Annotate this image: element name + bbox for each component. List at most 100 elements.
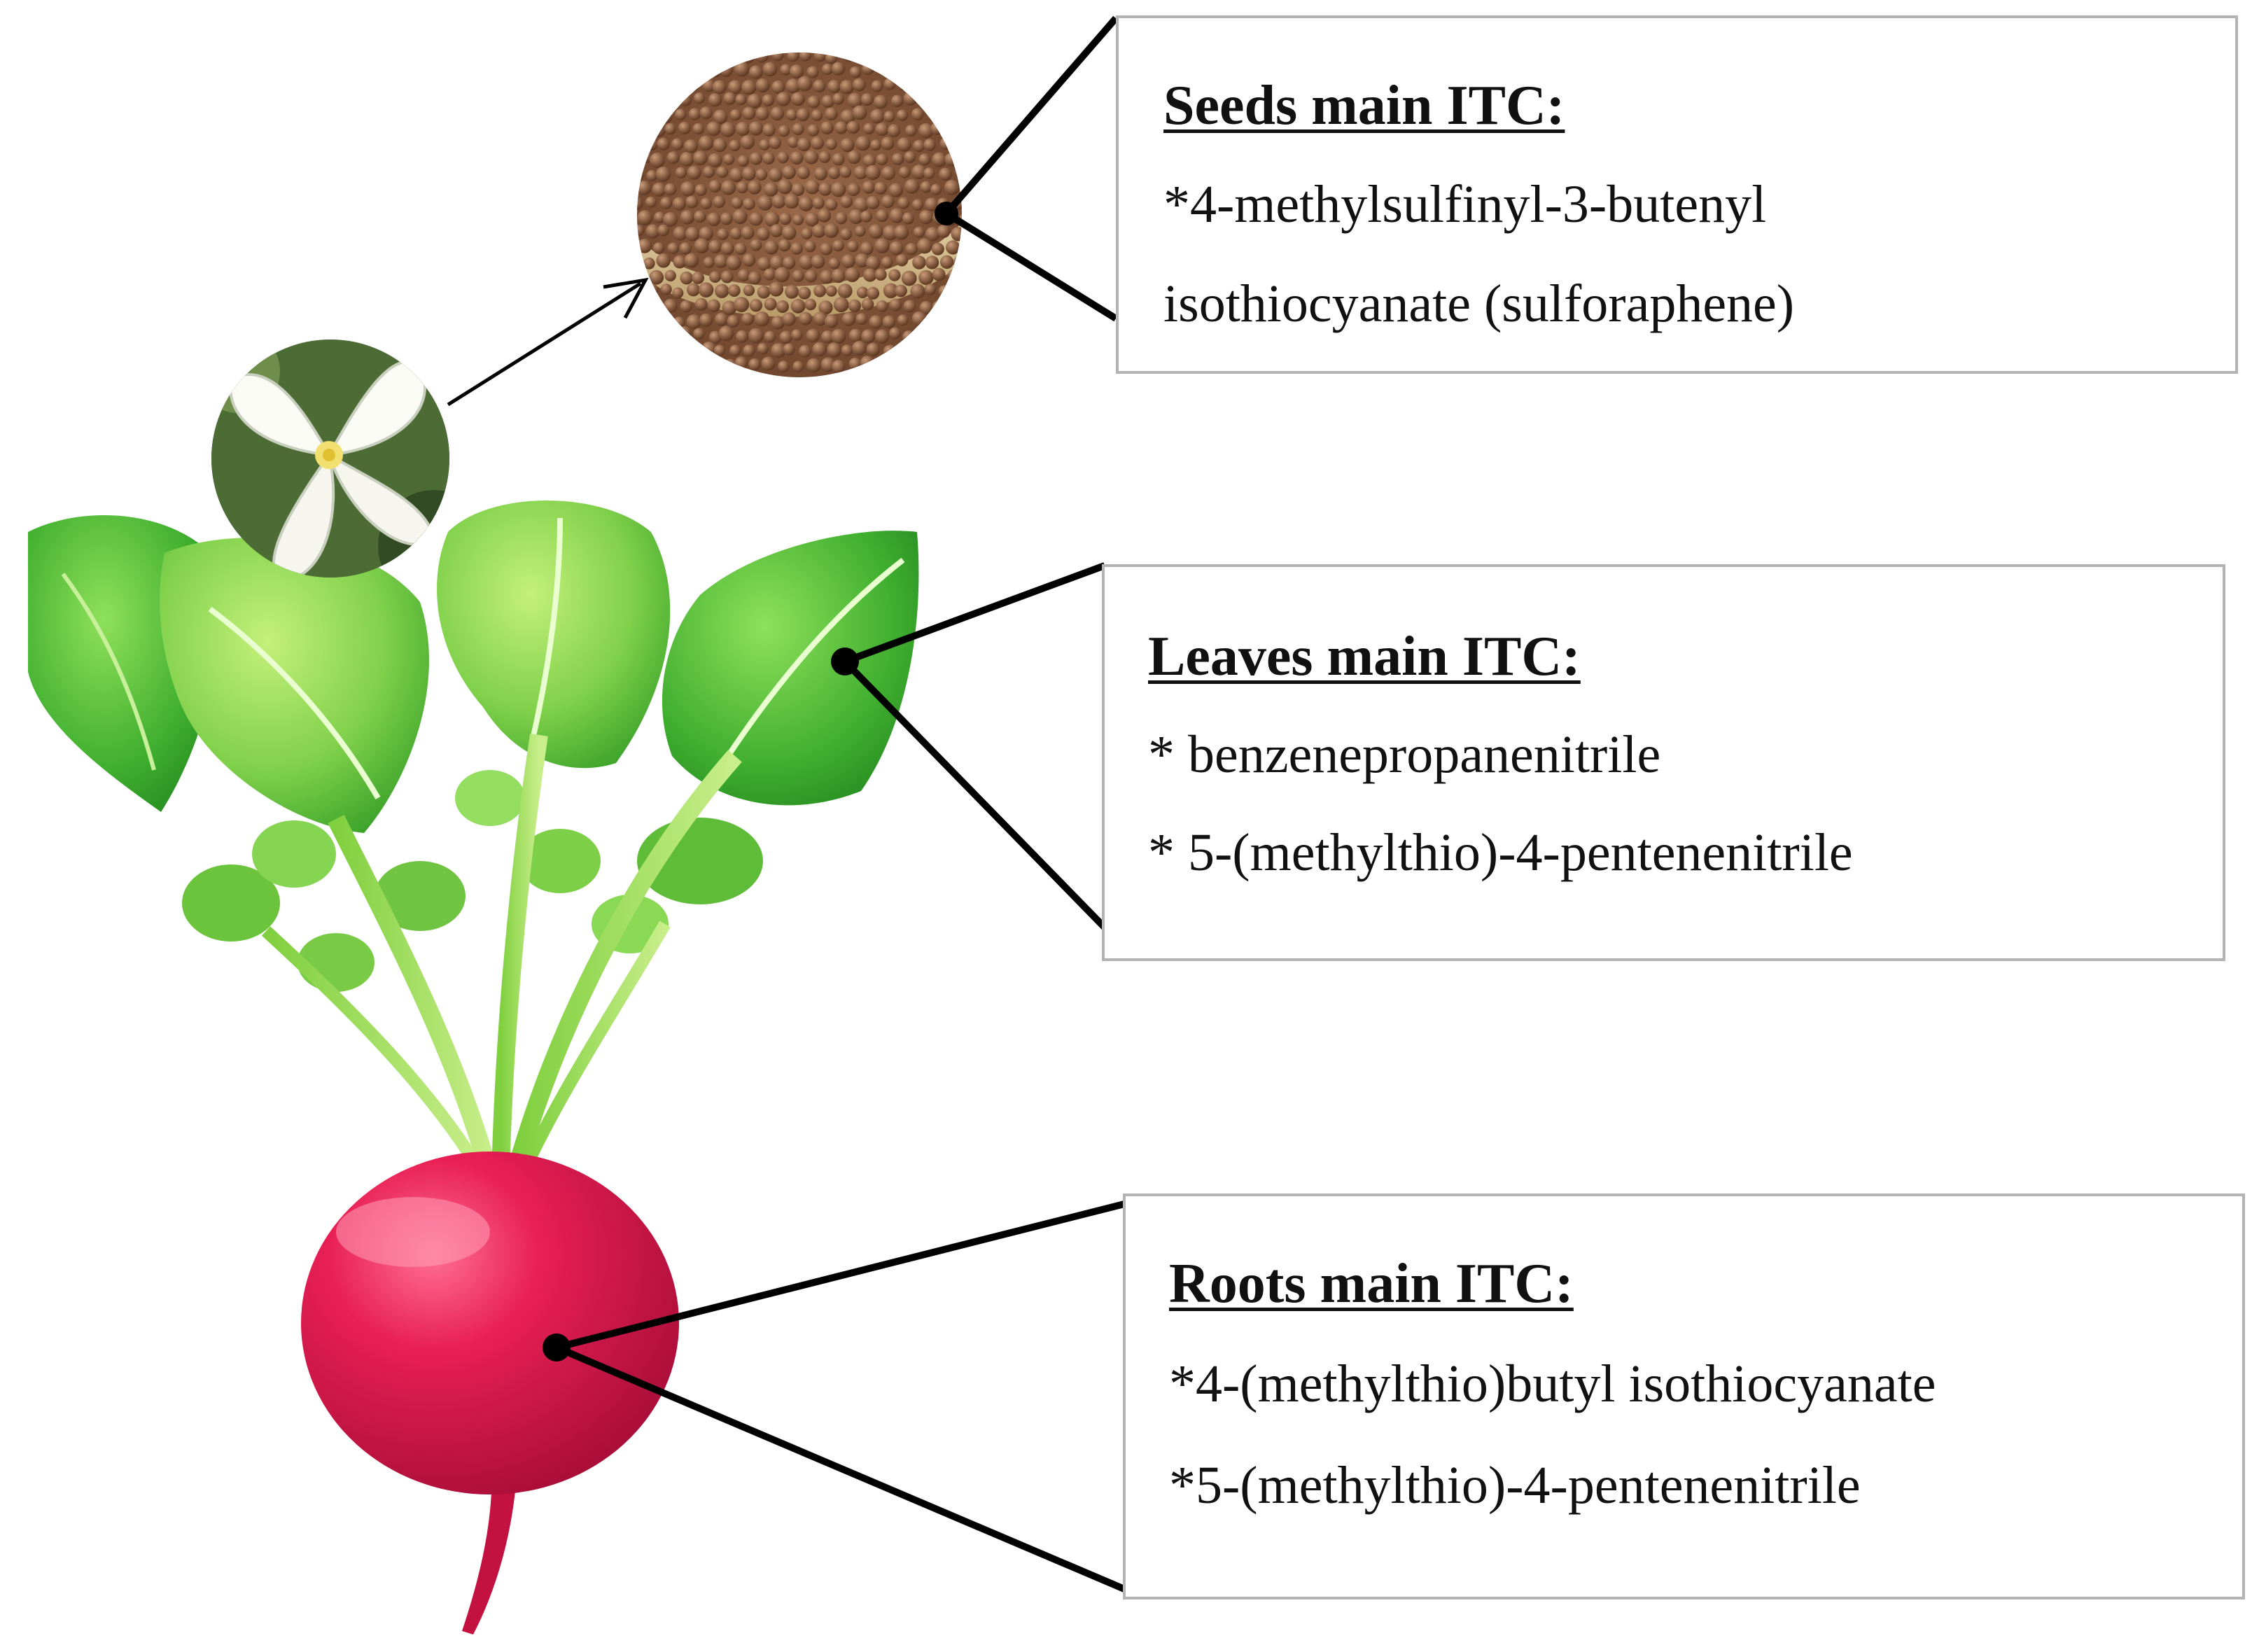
seed-grain	[706, 212, 721, 227]
seed-grain	[930, 356, 945, 372]
seed-grain	[932, 267, 946, 281]
seed-grain	[644, 136, 659, 151]
seed-grain	[656, 52, 671, 65]
seed-grain	[912, 255, 926, 270]
seed-grain	[854, 225, 866, 237]
seed-grain	[723, 92, 736, 105]
seed-grain	[889, 327, 902, 340]
seed-grain	[771, 80, 785, 94]
seed-grain	[841, 254, 855, 268]
seed-grain	[762, 94, 774, 106]
seed-grain	[699, 106, 713, 120]
seed-grain	[657, 224, 670, 237]
seed-grain	[833, 297, 849, 313]
seed-grain	[831, 62, 846, 76]
seed-grain	[855, 136, 871, 151]
seed-grain	[812, 342, 827, 357]
seed-grain	[811, 254, 825, 269]
seed-grain	[798, 312, 813, 326]
seed-grain	[637, 313, 644, 327]
seed-grain	[844, 267, 860, 282]
seed-grain	[804, 298, 817, 311]
seed-grain	[685, 195, 699, 209]
seed-grain	[747, 93, 762, 108]
seed-grain	[684, 139, 698, 153]
seed-grain	[847, 92, 863, 108]
seed-grain	[748, 358, 761, 371]
seed-grain	[841, 312, 856, 326]
seed-grain	[708, 330, 722, 344]
leaves-group	[28, 500, 919, 1180]
seed-grain	[672, 197, 686, 211]
seed-grain	[931, 242, 944, 255]
seed-grain	[643, 52, 657, 63]
seed-grain	[797, 166, 810, 180]
seed-grain	[897, 341, 910, 355]
seed-grain	[700, 197, 712, 210]
seed-grain	[846, 240, 859, 253]
seed-grain	[655, 313, 671, 329]
seed-grain	[782, 312, 796, 326]
seed-grain	[707, 299, 720, 312]
seed-grain	[778, 360, 790, 372]
seed-grain	[671, 52, 686, 62]
seed-grain	[820, 121, 834, 135]
seed-grain	[875, 62, 888, 76]
seed-grain	[828, 258, 840, 270]
seed-grain	[735, 94, 747, 106]
seed-grain	[672, 287, 684, 299]
seed-grain	[848, 328, 862, 342]
seed-grain	[756, 227, 770, 241]
roots-title: Roots main ITC:	[1169, 1253, 1574, 1315]
seed-grain	[960, 240, 962, 254]
seed-grain	[891, 153, 904, 165]
seed-grain	[646, 169, 658, 181]
seed-grain	[895, 284, 907, 298]
seed-grain	[890, 357, 904, 372]
seed-grain	[853, 197, 869, 213]
seed-grain	[649, 153, 665, 168]
seed-grain	[856, 286, 869, 299]
seed-grain	[664, 92, 677, 106]
seed-grain	[784, 193, 799, 209]
seed-grain	[855, 253, 869, 268]
root-highlight	[336, 1197, 490, 1267]
seed-grain	[720, 180, 736, 195]
seed-grain	[932, 300, 945, 314]
seed-grain	[771, 194, 786, 209]
seed-grain	[791, 92, 805, 106]
seed-grain	[925, 346, 937, 358]
seed-grain	[796, 108, 810, 122]
seed-grain	[748, 328, 764, 344]
seed-grain	[903, 91, 918, 106]
seed-grain	[959, 62, 962, 78]
seed-grain	[716, 166, 729, 178]
seed-grain	[840, 195, 853, 209]
seed-grain	[757, 256, 771, 271]
roots-connector	[543, 1200, 1126, 1592]
seed-grain	[883, 344, 897, 358]
seed-grain	[881, 195, 895, 209]
seed-grain	[798, 344, 811, 358]
seed-grain	[960, 153, 962, 168]
seed-grain	[863, 122, 875, 134]
seed-grain	[671, 138, 684, 150]
seed-grain	[708, 93, 722, 107]
seed-grain	[918, 270, 934, 286]
seed-grain	[699, 226, 713, 241]
seed-grain	[799, 254, 814, 270]
seed-grain	[868, 224, 883, 239]
seed-grain	[720, 270, 734, 284]
leaf-vein	[725, 557, 905, 758]
seed-grain	[937, 342, 951, 357]
seed-grain	[883, 52, 895, 60]
seed-grain	[736, 181, 748, 194]
seeds-compound-line-2: isothiocyanate (sulforaphene)	[1163, 274, 1795, 333]
seed-grain	[904, 360, 916, 372]
seed-grain	[639, 92, 652, 106]
seed-grain	[911, 311, 927, 326]
seed-grain	[764, 330, 776, 343]
stem	[328, 815, 499, 1179]
seed-grain	[832, 360, 846, 373]
seed-grain	[694, 238, 710, 254]
